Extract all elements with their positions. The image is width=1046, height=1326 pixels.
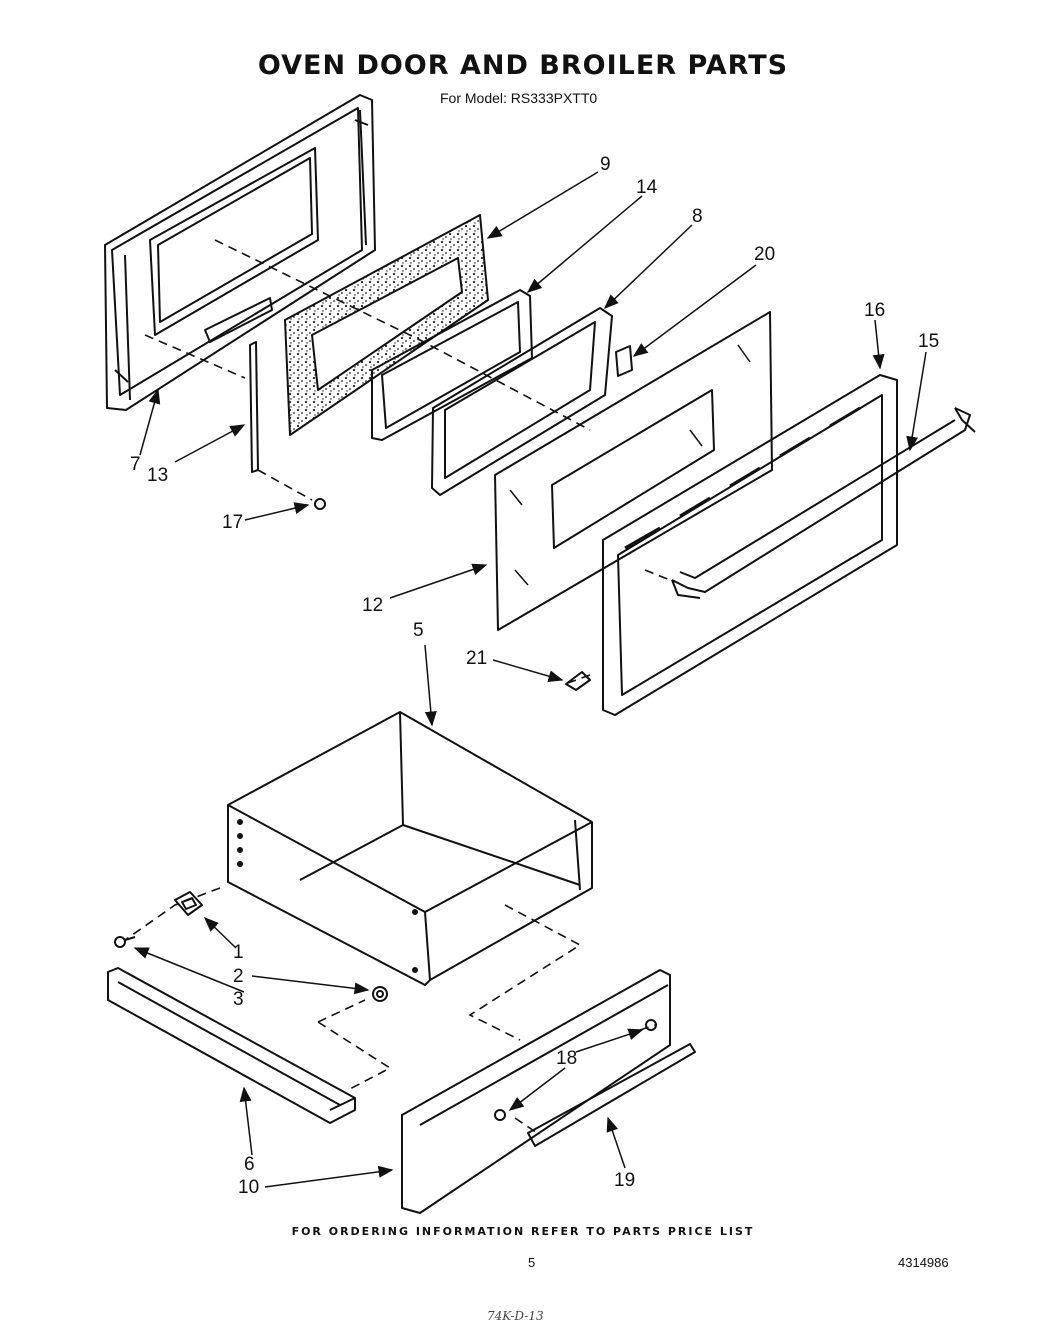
- glass-frame-part-8: [431, 307, 613, 496]
- callout-7: 7: [130, 454, 141, 475]
- inner-door-panel-part-7: [104, 94, 376, 411]
- broiler-drawer-part-5: [227, 711, 593, 986]
- callout-17: 17: [222, 512, 243, 533]
- door-handle-part-15: [671, 407, 976, 599]
- callout-14: 14: [636, 177, 658, 198]
- hinge-strip-part-13: [249, 341, 259, 473]
- screw-part-3: [114, 936, 136, 948]
- callout-16: 16: [864, 300, 885, 321]
- page-title: OVEN DOOR AND BROILER PARTS: [257, 50, 789, 81]
- ordering-info-note: FOR ORDERING INFORMATION REFER TO PARTS …: [291, 1225, 755, 1238]
- callout-1: 1: [233, 942, 244, 963]
- callout-18: 18: [556, 1048, 577, 1069]
- outer-glass-part-12: [494, 311, 773, 631]
- callout-15: 15: [918, 331, 939, 352]
- door-gasket-part-9: [284, 214, 489, 436]
- page-number: 5: [528, 1255, 536, 1270]
- document-number: 4314986: [898, 1255, 949, 1270]
- drawer-handle-part-19: [527, 1043, 696, 1147]
- callout-8: 8: [692, 206, 703, 227]
- roller-part-1: [174, 891, 203, 916]
- handwritten-note: 74K-D-13: [487, 1309, 544, 1323]
- leader-arrows: [133, 171, 927, 1188]
- callout-5: 5: [413, 620, 424, 641]
- callout-13: 13: [147, 465, 168, 486]
- callout-19: 19: [614, 1170, 635, 1191]
- clip-part-21: [565, 671, 591, 691]
- drawer-rail-part-6: [107, 967, 356, 1124]
- callout-3: 3: [233, 989, 244, 1010]
- callout-2: 2: [233, 966, 244, 987]
- handle-screws-part-18: [494, 1019, 657, 1121]
- alignment-lines: [124, 239, 676, 1136]
- callout-20: 20: [754, 244, 775, 265]
- callout-12: 12: [362, 595, 383, 616]
- callout-10: 10: [238, 1177, 259, 1198]
- drawer-front-panel-part-10: [401, 969, 671, 1214]
- callout-9: 9: [600, 154, 611, 175]
- screw-part-17: [314, 498, 326, 510]
- callout-21: 21: [466, 648, 487, 669]
- outer-door-frame-part-16: [602, 374, 898, 716]
- model-subtitle: For Model: RS333PXTT0: [440, 90, 598, 106]
- nut-part-2: [372, 986, 388, 1002]
- callout-6: 6: [244, 1154, 255, 1175]
- clip-part-20: [615, 345, 633, 377]
